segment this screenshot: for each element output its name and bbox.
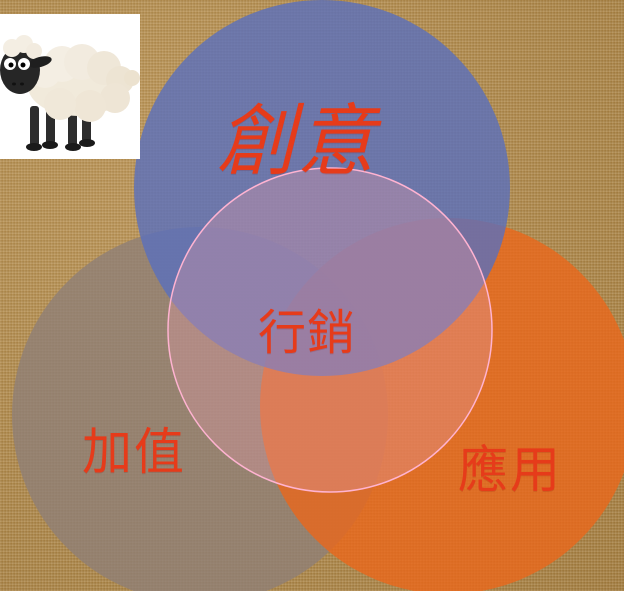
label-marketing: 行銷 <box>258 305 357 361</box>
circle-marketing <box>167 167 493 493</box>
sheep-icon <box>0 35 140 151</box>
label-creative: 創意 <box>217 97 378 187</box>
sheep-image <box>0 14 140 159</box>
label-application: 應用 <box>458 441 562 499</box>
circle-creative <box>134 0 510 376</box>
label-value: 加值 <box>82 423 186 481</box>
